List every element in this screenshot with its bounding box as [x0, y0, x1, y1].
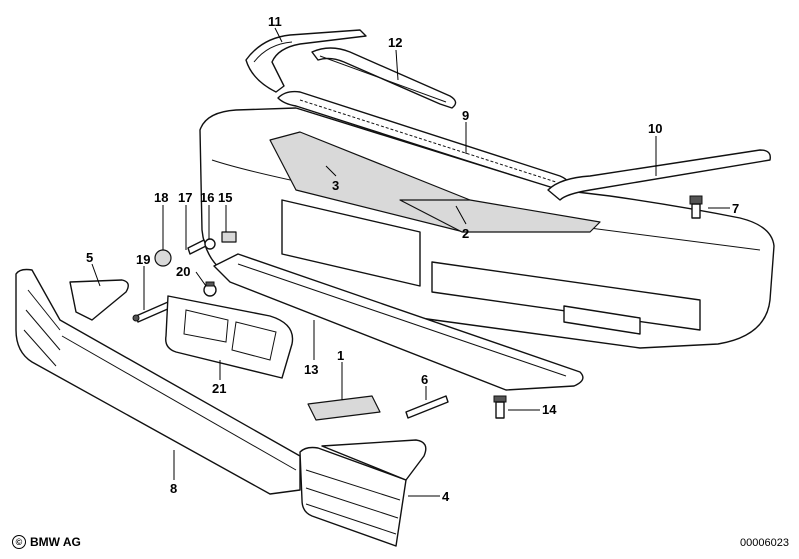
callout-13: 13: [304, 362, 318, 377]
callout-9: 9: [462, 108, 469, 123]
part-18-cap: [154, 249, 172, 267]
leader-lines: [91, 27, 730, 497]
callout-15: 15: [218, 190, 232, 205]
callout-8: 8: [170, 481, 177, 496]
part-13-support-panel: [213, 253, 584, 391]
callout-5: 5: [86, 250, 93, 265]
copyright-notice: © BMW AG: [12, 535, 81, 549]
part-8-lower-grille: [15, 268, 301, 495]
callout-18: 18: [154, 190, 168, 205]
callout-16: 16: [200, 190, 214, 205]
part-19-screw: [132, 301, 171, 323]
callout-4: 4: [442, 489, 450, 504]
callout-2: 2: [462, 226, 469, 241]
part-bumper-cover: [199, 107, 775, 349]
part-21-license-bracket: [165, 295, 294, 379]
fasteners-group: [154, 231, 237, 267]
callout-10: 10: [648, 121, 662, 136]
part-16-washer: [204, 238, 216, 250]
part-7-clip: [689, 195, 703, 219]
callout-21: 21: [212, 381, 226, 396]
part-1-plate: [307, 395, 381, 421]
copyright-icon: ©: [12, 535, 26, 549]
callout-6: 6: [421, 372, 428, 387]
part-11-trim-strip: [245, 29, 367, 93]
part-17-screw: [187, 239, 207, 255]
part-15-nut: [221, 231, 237, 243]
part-6-rod: [405, 395, 449, 419]
callout-12: 12: [388, 35, 402, 50]
brand-label: BMW AG: [30, 535, 81, 549]
callout-7: 7: [732, 201, 739, 216]
part-20-clip: [203, 281, 217, 297]
part-14-clip: [493, 395, 507, 419]
callout-19: 19: [136, 252, 150, 267]
callout-14: 14: [542, 402, 557, 417]
callout-20: 20: [176, 264, 190, 279]
part-10-trim-strip: [547, 149, 771, 201]
part-4-right-grille: [299, 439, 427, 547]
part-5-bracket: [69, 279, 129, 321]
callout-1: 1: [337, 348, 344, 363]
callout-11: 11: [268, 14, 282, 29]
image-number: 00006023: [740, 537, 789, 549]
callout-labels: 11 12 9 10 3 2 7 18 17 16 15 5 19 20 13 …: [86, 14, 739, 504]
callout-3: 3: [332, 178, 339, 193]
part-12-seal-strip: [311, 47, 457, 109]
callout-17: 17: [178, 190, 192, 205]
